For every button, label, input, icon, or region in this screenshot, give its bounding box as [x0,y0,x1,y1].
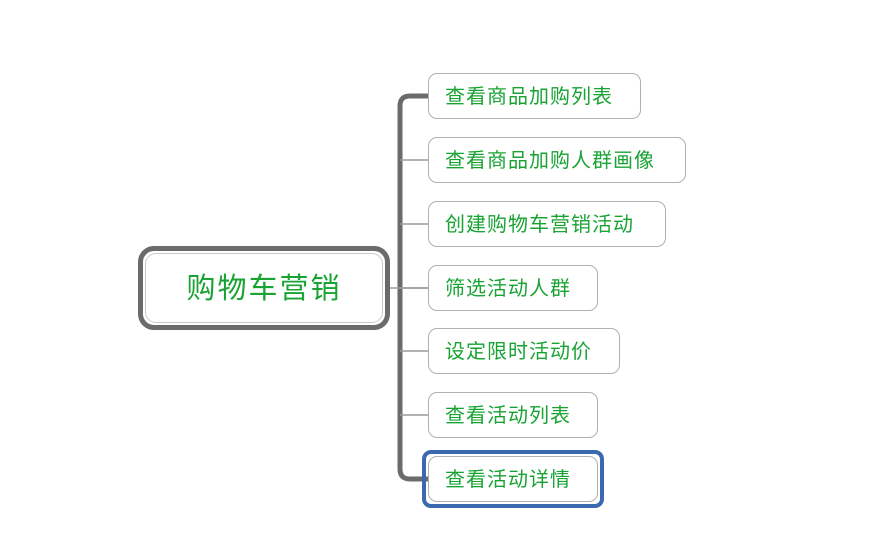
child-node-3[interactable]: 创建购物车营销活动 [428,201,666,247]
child-node-label: 筛选活动人群 [445,276,571,300]
child-node-label: 设定限时活动价 [445,339,592,363]
root-node-label: 购物车营销 [186,270,342,305]
child-node-label: 创建购物车营销活动 [445,212,634,236]
child-node-2[interactable]: 查看商品加购人群画像 [428,137,686,183]
root-node[interactable]: 购物车营销 [138,246,390,330]
child-node-4[interactable]: 筛选活动人群 [428,265,598,311]
child-node-label: 查看商品加购人群画像 [445,148,655,172]
child-node-label: 查看活动列表 [445,403,571,427]
branch-connectors [400,159,428,416]
child-node-1[interactable]: 查看商品加购列表 [428,73,641,119]
child-node-6[interactable]: 查看活动列表 [428,392,598,438]
selection-highlight [422,450,604,508]
child-node-label: 查看商品加购列表 [445,84,613,108]
child-node-7-selected[interactable]: 查看活动详情 [428,456,598,502]
child-node-5[interactable]: 设定限时活动价 [428,328,620,374]
child-node-label: 查看活动详情 [445,467,571,491]
